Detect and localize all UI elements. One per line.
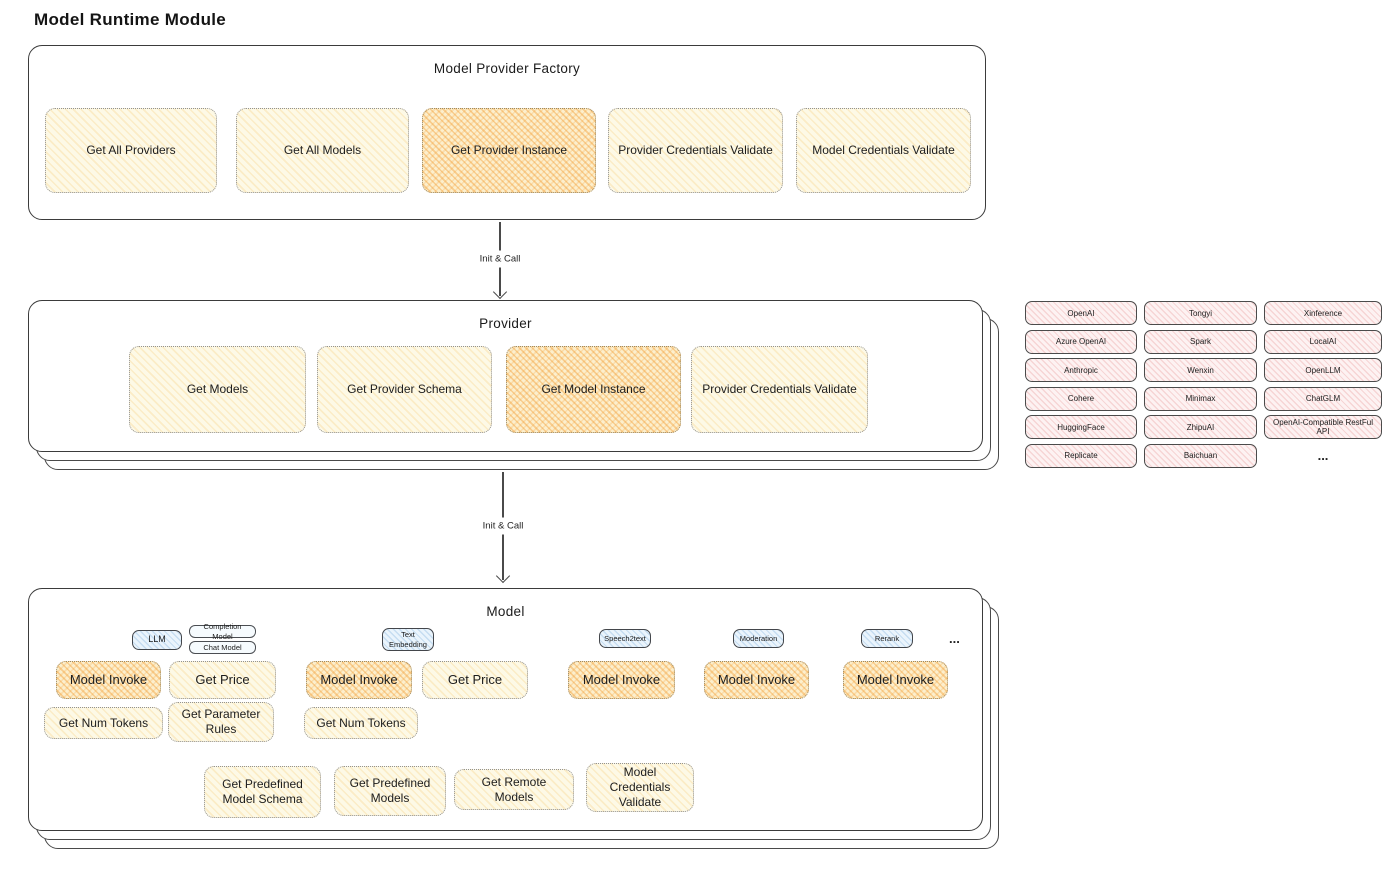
provider-list-grid: OpenAI Tongyi Xinference Azure OpenAI Sp… <box>1025 301 1382 468</box>
provider-openai: OpenAI <box>1025 301 1137 325</box>
node-llm-get-num-tokens: Get Num Tokens <box>44 707 163 739</box>
tag-text-embedding: Text Embedding <box>382 628 434 651</box>
node-model-credentials-validate-2: Model Credentials Validate <box>586 763 694 812</box>
factory-title: Model Provider Factory <box>433 61 581 76</box>
tag-llm: LLM <box>132 630 182 650</box>
provider-openai-compatible: OpenAI-Compatible RestFul API <box>1264 415 1382 439</box>
node-get-all-providers: Get All Providers <box>45 108 217 193</box>
node-rerank-model-invoke: Model Invoke <box>843 661 948 699</box>
node-s2t-model-invoke: Model Invoke <box>568 661 675 699</box>
provider-baichuan: Baichuan <box>1144 443 1257 468</box>
tag-speech2text: Speech2text <box>599 629 651 648</box>
node-te-get-num-tokens: Get Num Tokens <box>304 707 418 739</box>
node-get-all-models: Get All Models <box>236 108 409 193</box>
provider-minimax: Minimax <box>1144 386 1257 411</box>
node-llm-model-invoke: Model Invoke <box>56 661 161 699</box>
node-get-predefined-models: Get Predefined Models <box>334 766 446 816</box>
node-te-get-price: Get Price <box>422 661 528 699</box>
node-provider-credentials-validate: Provider Credentials Validate <box>608 108 783 193</box>
factory-container: Model Provider Factory Get All Providers… <box>28 45 986 220</box>
arrow-head-icon <box>495 568 510 584</box>
provider-azure-openai: Azure OpenAI <box>1025 329 1137 354</box>
node-model-credentials-validate: Model Credentials Validate <box>796 108 971 193</box>
provider-chatglm: ChatGLM <box>1264 386 1382 411</box>
provider-zhipuai: ZhipuAI <box>1144 415 1257 439</box>
arrow-label-init-call-1: Init & Call <box>473 250 527 268</box>
provider-replicate: Replicate <box>1025 443 1137 468</box>
node-get-predefined-model-schema: Get Predefined Model Schema <box>204 766 321 818</box>
node-get-provider-instance: Get Provider Instance <box>422 108 596 193</box>
provider-openllm: OpenLLM <box>1264 358 1382 382</box>
node-provider-credentials-validate-2: Provider Credentials Validate <box>691 346 868 433</box>
node-get-models: Get Models <box>129 346 306 433</box>
model-tags-more: ... <box>949 631 960 646</box>
node-llm-get-parameter-rules: Get Parameter Rules <box>168 702 274 742</box>
node-te-model-invoke: Model Invoke <box>306 661 412 699</box>
tag-chat-model: Chat Model <box>189 641 256 654</box>
page-title: Model Runtime Module <box>34 10 227 29</box>
arrow-label-init-call-2: Init & Call <box>476 517 530 535</box>
arrow-head-icon <box>492 284 507 300</box>
provider-tongyi: Tongyi <box>1144 301 1257 325</box>
provider-container: Provider Get Models Get Provider Schema … <box>28 300 983 452</box>
model-container: Model LLM Completion Model Chat Model Te… <box>28 588 983 831</box>
tag-completion-model: Completion Model <box>189 622 256 641</box>
model-title: Model <box>486 604 525 619</box>
tag-rerank: Rerank <box>861 629 913 648</box>
node-llm-get-price: Get Price <box>169 661 276 699</box>
provider-localai: LocalAI <box>1264 329 1382 354</box>
provider-spark: Spark <box>1144 329 1257 354</box>
provider-title: Provider <box>479 316 532 331</box>
provider-anthropic: Anthropic <box>1025 358 1137 382</box>
provider-huggingface: HuggingFace <box>1025 415 1137 439</box>
provider-wenxin: Wenxin <box>1144 358 1257 382</box>
node-get-provider-schema: Get Provider Schema <box>317 346 492 433</box>
provider-xinference: Xinference <box>1264 301 1382 325</box>
node-moderation-model-invoke: Model Invoke <box>704 661 809 699</box>
node-get-remote-models: Get Remote Models <box>454 769 574 810</box>
tag-moderation: Moderation <box>733 629 784 648</box>
provider-cohere: Cohere <box>1025 386 1137 411</box>
node-get-model-instance: Get Model Instance <box>506 346 681 433</box>
provider-list-more: ... <box>1317 448 1329 463</box>
